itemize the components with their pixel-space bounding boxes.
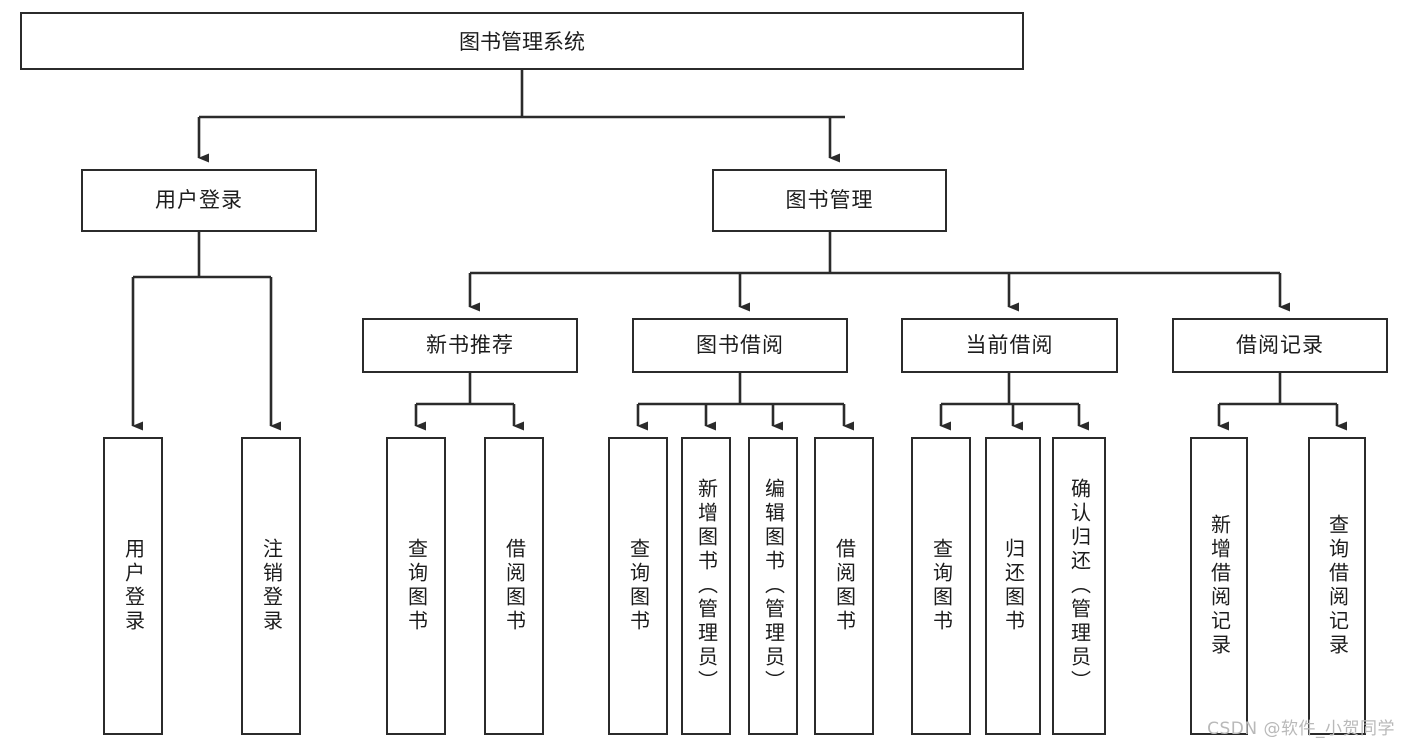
node-leaf-user-login-label: 用户登录 xyxy=(121,538,146,634)
node-leaf-query-book-3-label: 查询图书 xyxy=(929,538,954,634)
node-leaf-query-book-1[interactable]: 查询图书 xyxy=(386,437,446,735)
node-user-login[interactable]: 用户登录 xyxy=(81,169,317,232)
node-leaf-query-book-2-label: 查询图书 xyxy=(626,538,651,634)
node-leaf-edit-book-label: 编辑图书（管理员） xyxy=(761,478,786,694)
node-new-book-rec[interactable]: 新书推荐 xyxy=(362,318,578,373)
node-leaf-user-logout[interactable]: 注销登录 xyxy=(241,437,301,735)
node-leaf-add-record[interactable]: 新增借阅记录 xyxy=(1190,437,1248,735)
node-leaf-user-logout-label: 注销登录 xyxy=(259,538,284,634)
node-book-borrow[interactable]: 图书借阅 xyxy=(632,318,848,373)
node-leaf-borrow-book-2[interactable]: 借阅图书 xyxy=(814,437,874,735)
node-leaf-confirm-return-label: 确认归还（管理员） xyxy=(1067,478,1092,694)
node-leaf-borrow-book-2-label: 借阅图书 xyxy=(832,538,857,634)
node-leaf-query-record[interactable]: 查询借阅记录 xyxy=(1308,437,1366,735)
node-user-login-label: 用户登录 xyxy=(155,187,243,212)
node-current-borrow-label: 当前借阅 xyxy=(965,332,1054,357)
node-leaf-add-record-label: 新增借阅记录 xyxy=(1207,514,1232,658)
node-leaf-confirm-return[interactable]: 确认归还（管理员） xyxy=(1052,437,1106,735)
node-book-borrow-label: 图书借阅 xyxy=(696,332,784,357)
node-new-book-rec-label: 新书推荐 xyxy=(426,332,514,357)
node-leaf-edit-book[interactable]: 编辑图书（管理员） xyxy=(748,437,798,735)
node-leaf-add-book-label: 新增图书（管理员） xyxy=(694,478,719,694)
node-leaf-borrow-book-1[interactable]: 借阅图书 xyxy=(484,437,544,735)
node-leaf-return-book[interactable]: 归还图书 xyxy=(985,437,1041,735)
node-leaf-borrow-book-1-label: 借阅图书 xyxy=(502,538,527,634)
node-leaf-user-login[interactable]: 用户登录 xyxy=(103,437,163,735)
node-borrow-record-label: 借阅记录 xyxy=(1236,332,1324,357)
node-root-label: 图书管理系统 xyxy=(459,30,585,54)
node-leaf-add-book[interactable]: 新增图书（管理员） xyxy=(681,437,731,735)
node-root[interactable]: 图书管理系统 xyxy=(20,12,1024,70)
node-leaf-query-record-label: 查询借阅记录 xyxy=(1325,514,1350,658)
node-book-manage[interactable]: 图书管理 xyxy=(712,169,947,232)
node-borrow-record[interactable]: 借阅记录 xyxy=(1172,318,1388,373)
node-leaf-query-book-2[interactable]: 查询图书 xyxy=(608,437,668,735)
node-leaf-query-book-1-label: 查询图书 xyxy=(404,538,429,634)
node-book-manage-label: 图书管理 xyxy=(785,187,874,212)
node-leaf-return-book-label: 归还图书 xyxy=(1001,538,1026,634)
node-current-borrow[interactable]: 当前借阅 xyxy=(901,318,1118,373)
watermark: CSDN @软件_小贺同学 xyxy=(1207,719,1395,739)
node-leaf-query-book-3[interactable]: 查询图书 xyxy=(911,437,971,735)
